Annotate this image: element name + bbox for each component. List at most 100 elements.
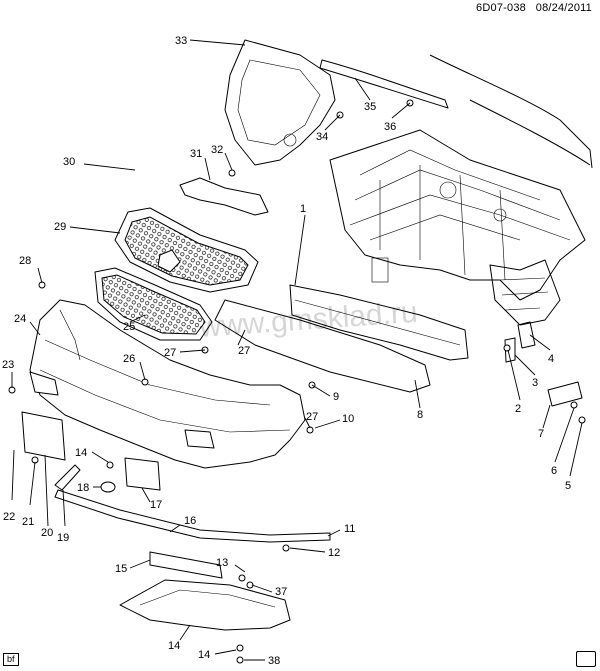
callout-5: 5 (565, 422, 583, 492)
callout-1: 1 (294, 203, 306, 286)
svg-text:9: 9 (333, 391, 339, 403)
svg-text:31: 31 (190, 148, 202, 160)
callout-28: 27 (164, 347, 206, 359)
svg-text:27: 27 (164, 347, 176, 359)
svg-text:28: 28 (19, 255, 31, 267)
wheelhouse-liner (224, 39, 336, 166)
svg-text:35: 35 (364, 101, 376, 113)
lower-molding (54, 464, 81, 491)
svg-text:27: 27 (306, 411, 318, 423)
license-plate-bracket (21, 411, 66, 461)
svg-text:13: 13 (216, 557, 228, 569)
svg-text:12: 12 (328, 547, 340, 559)
upper-grille (114, 207, 259, 293)
callout-21: 20 (41, 454, 53, 539)
grommet (100, 481, 116, 493)
bracket-7 (547, 381, 583, 407)
callout-13: 13 (216, 557, 246, 573)
callout-27b: 27 (304, 411, 318, 429)
document-icon (576, 651, 596, 667)
svg-text:36: 36 (384, 121, 396, 133)
svg-text:1: 1 (300, 203, 306, 215)
svg-text:2: 2 (515, 403, 521, 415)
callout-16: 15 (115, 559, 151, 575)
svg-text:26: 26 (123, 353, 135, 365)
svg-text:4: 4 (548, 353, 554, 365)
callout-10: 10 (314, 413, 354, 429)
bracket-3 (504, 337, 516, 363)
bracket-33 (179, 177, 269, 216)
svg-text:14: 14 (75, 447, 87, 459)
callout-26: 25 (123, 314, 146, 333)
body-structure (329, 54, 593, 326)
svg-text:14: 14 (198, 649, 210, 661)
callout-27a: 26 (123, 353, 146, 381)
callout-23: 22 (3, 449, 15, 523)
svg-text:34: 34 (316, 131, 328, 143)
callout-39: 37 (251, 584, 287, 598)
svg-text:5: 5 (565, 480, 571, 492)
callouts: 33 35 34 36 32 31 30 29 1 28 24 25 27 27… (2, 35, 583, 667)
callout-29: 27 (237, 329, 250, 357)
svg-text:16: 16 (184, 515, 196, 527)
callout-15: 14 (168, 624, 191, 652)
callout-2: 2 (507, 349, 521, 415)
svg-text:20: 20 (41, 527, 53, 539)
callout-25: 24 (14, 313, 41, 336)
callout-33: 31 (190, 148, 211, 181)
svg-text:38: 38 (268, 655, 280, 667)
callout-6: 6 (551, 407, 575, 477)
svg-text:32: 32 (211, 144, 223, 156)
svg-text:14: 14 (168, 640, 180, 652)
svg-text:29: 29 (54, 221, 66, 233)
callout-11: 11 (327, 523, 355, 537)
lower-grille (94, 267, 213, 341)
svg-text:30: 30 (63, 156, 75, 168)
svg-text:15: 15 (115, 563, 127, 575)
lower-deflector (54, 489, 331, 543)
callout-38: 36 (384, 102, 411, 133)
svg-text:21: 21 (22, 516, 34, 528)
splash-shield (119, 579, 291, 631)
callout-19: 18 (77, 482, 101, 494)
svg-text:37: 37 (275, 586, 287, 598)
svg-text:17: 17 (150, 499, 162, 511)
callout-22: 21 (22, 461, 36, 528)
bracket-4 (517, 321, 536, 349)
callout-37: 35 (354, 77, 376, 113)
callout-20: 19 (57, 489, 69, 544)
svg-text:3: 3 (532, 377, 538, 389)
svg-text:6: 6 (551, 465, 557, 477)
fascia-support (214, 299, 431, 393)
callout-36: 34 (316, 114, 341, 143)
callout-35: 33 (175, 35, 246, 47)
footer-tag: bf (3, 653, 19, 666)
tow-eye-cover (124, 457, 161, 491)
document-date: 08/24/2011 (535, 2, 592, 14)
svg-text:27: 27 (238, 345, 250, 357)
callout-12: 12 (289, 547, 340, 559)
callout-3: 3 (514, 354, 538, 389)
energy-absorber-bar (289, 284, 469, 361)
callout-14b: 14 (198, 649, 237, 661)
front-fascia (29, 299, 306, 469)
svg-text:18: 18 (77, 482, 89, 494)
svg-text:25: 25 (123, 321, 135, 333)
svg-text:23: 23 (2, 359, 14, 371)
fasteners (8, 99, 586, 664)
svg-text:22: 22 (3, 511, 15, 523)
svg-text:33: 33 (175, 35, 187, 47)
document-id: 6D07-038 (476, 2, 526, 14)
callout-31: 29 (54, 221, 121, 234)
callout-14a: 14 (75, 447, 109, 463)
deflector-strip (149, 551, 223, 579)
svg-text:10: 10 (342, 413, 354, 425)
svg-text:19: 19 (57, 532, 69, 544)
svg-text:7: 7 (538, 428, 544, 440)
callout-7: 7 (538, 404, 551, 440)
callout-8: 8 (414, 379, 423, 421)
callout-17: 16 (169, 515, 196, 533)
hood-seal (319, 59, 449, 109)
svg-text:24: 24 (14, 313, 26, 325)
